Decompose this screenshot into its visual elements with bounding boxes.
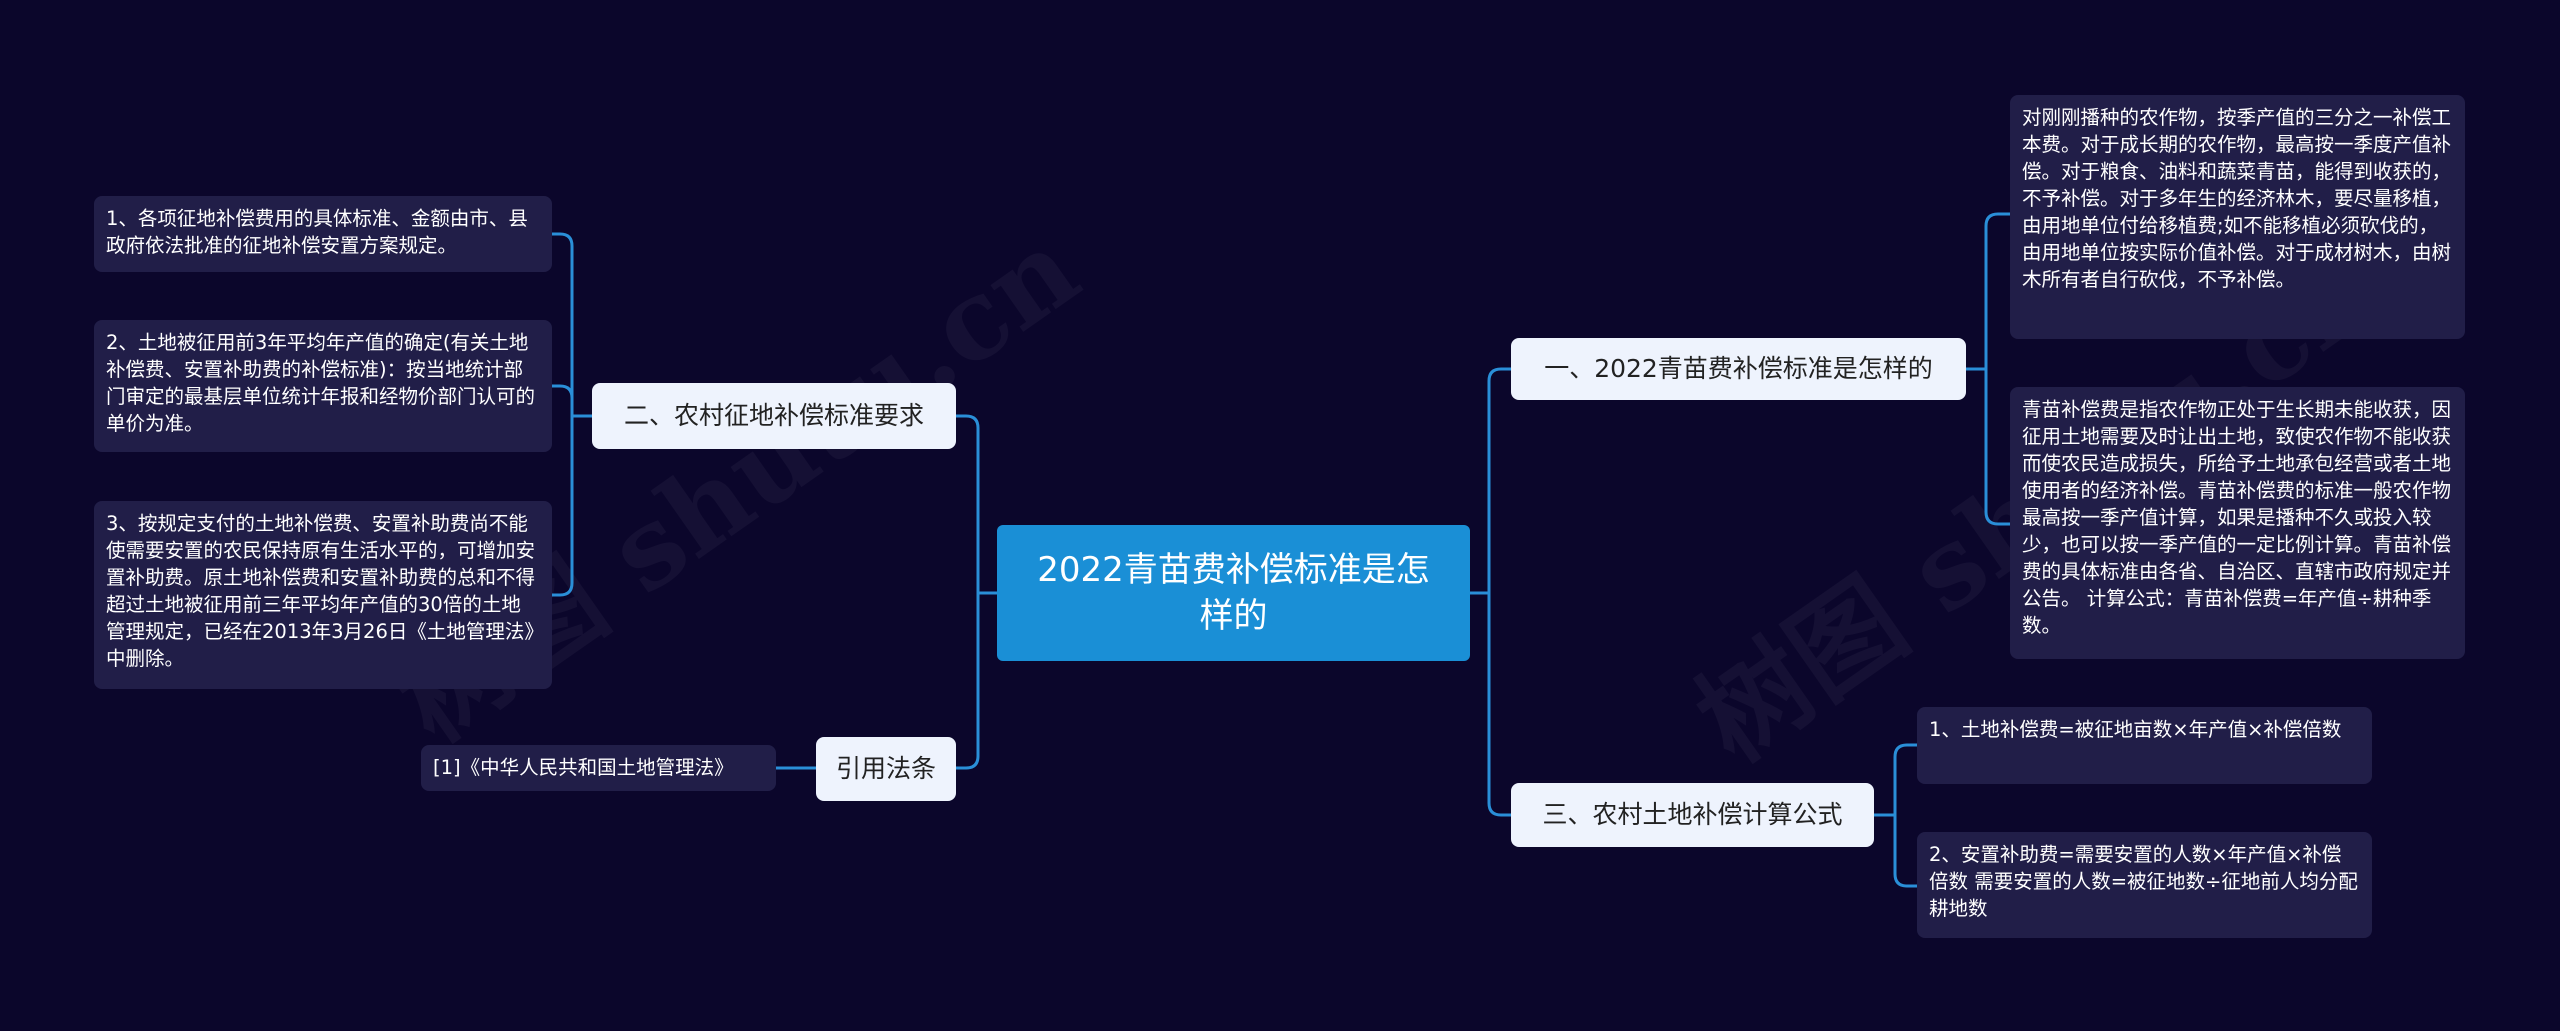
leaf-text: 对刚刚播种的农作物，按季产值的三分之一补偿工本费。对于成长期的农作物，最高按一季… xyxy=(2022,106,2452,291)
branch-label: 二、农村征地补偿标准要求 xyxy=(623,401,924,430)
branch-node-rural-land-compensation-formula[interactable]: 三、农村土地补偿计算公式 xyxy=(1511,783,1874,847)
leaf-node[interactable]: 对刚刚播种的农作物，按季产值的三分之一补偿工本费。对于成长期的农作物，最高按一季… xyxy=(2010,95,2465,339)
leaf-text: 1、土地补偿费=被征地亩数×年产值×补偿倍数 xyxy=(1929,718,2342,741)
connector-root-b3 xyxy=(1468,591,1513,817)
leaf-text: 2、安置补助费=需要安置的人数×年产值×补偿倍数 需要安置的人数=被征地数÷征地… xyxy=(1929,843,2358,920)
branch-node-cited-laws[interactable]: 引用法条 xyxy=(816,737,956,801)
branch-label: 一、2022青苗费补偿标准是怎样的 xyxy=(1544,354,1933,383)
branch-node-2022-seedling-fee-standard[interactable]: 一、2022青苗费补偿标准是怎样的 xyxy=(1511,338,1966,400)
leaf-node[interactable]: 青苗补偿费是指农作物正处于生长期未能收获，因征用土地需要及时让出土地，致使农作物… xyxy=(2010,387,2465,659)
root-node[interactable]: 2022青苗费补偿标准是怎样的 xyxy=(997,525,1470,661)
connector-b3-leaf1 xyxy=(1872,743,1919,817)
connector-root-b1 xyxy=(1468,367,1513,595)
leaf-text: 1、各项征地补偿费用的具体标准、金额由市、县政府依法批准的征地补偿安置方案规定。 xyxy=(106,207,528,257)
leaf-node[interactable]: 3、按规定支付的土地补偿费、安置补助费尚不能使需要安置的农民保持原有生活水平的，… xyxy=(94,501,552,689)
connector-root-b2 xyxy=(954,414,999,595)
connector-b3-leaf2 xyxy=(1872,813,1919,888)
leaf-node[interactable]: 2、土地被征用前3年平均年产值的确定(有关土地补偿费、安置补助费的补偿标准)：按… xyxy=(94,320,552,452)
connector-b1-leaf1 xyxy=(1964,212,2012,371)
leaf-node[interactable]: 1、土地补偿费=被征地亩数×年产值×补偿倍数 xyxy=(1917,707,2372,784)
leaf-node[interactable]: [1]《中华人民共和国土地管理法》 xyxy=(421,745,776,791)
leaf-text: [1]《中华人民共和国土地管理法》 xyxy=(433,756,734,779)
branch-node-rural-requisition-standards[interactable]: 二、农村征地补偿标准要求 xyxy=(592,383,956,449)
root-label: 2022青苗费补偿标准是怎样的 xyxy=(1037,550,1430,636)
leaf-text: 3、按规定支付的土地补偿费、安置补助费尚不能使需要安置的农民保持原有生活水平的，… xyxy=(106,512,536,670)
branch-label: 三、农村土地补偿计算公式 xyxy=(1542,800,1843,829)
leaf-text: 2、土地被征用前3年平均年产值的确定(有关土地补偿费、安置补助费的补偿标准)：按… xyxy=(106,331,536,435)
connector-root-b4 xyxy=(954,591,999,770)
branch-label: 引用法条 xyxy=(835,754,936,783)
leaf-node[interactable]: 1、各项征地补偿费用的具体标准、金额由市、县政府依法批准的征地补偿安置方案规定。 xyxy=(94,196,552,272)
connector-b2-leaf1 xyxy=(550,232,594,418)
leaf-node[interactable]: 2、安置补助费=需要安置的人数×年产值×补偿倍数 需要安置的人数=被征地数÷征地… xyxy=(1917,832,2372,938)
leaf-text: 青苗补偿费是指农作物正处于生长期未能收获，因征用土地需要及时让出土地，致使农作物… xyxy=(2022,398,2452,637)
connector-b2-leaf2 xyxy=(550,384,594,418)
